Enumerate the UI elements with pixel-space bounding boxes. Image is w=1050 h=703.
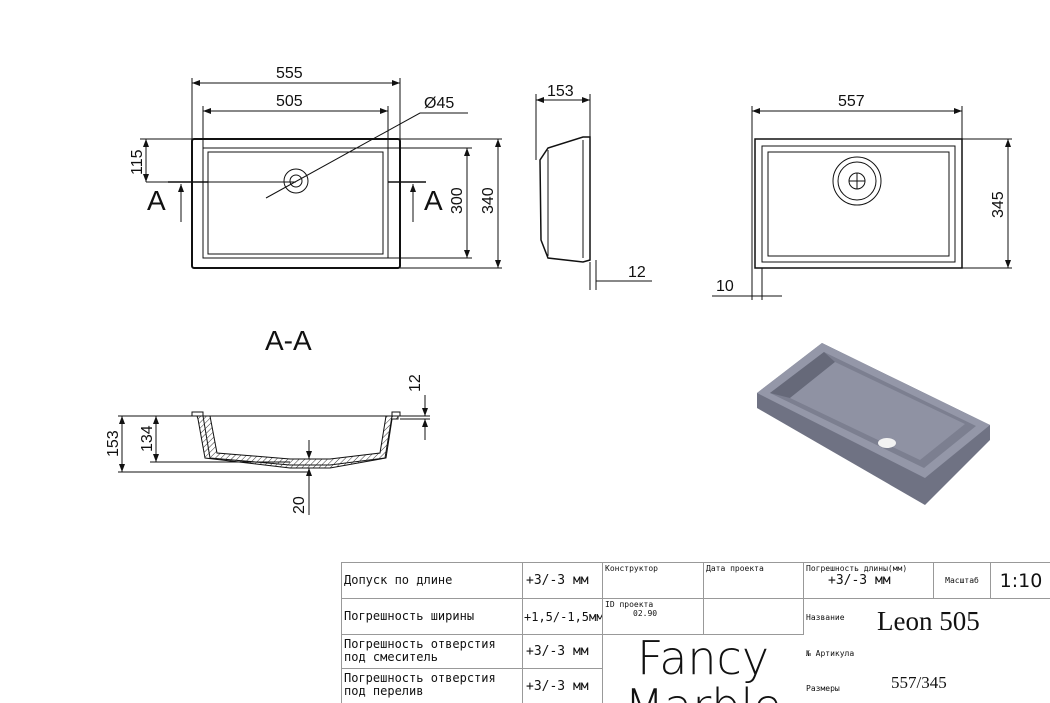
- project-id-label: ID проекта: [605, 600, 654, 609]
- dim-20-section: 20: [291, 496, 308, 514]
- scale-value: 1:10: [990, 562, 1050, 599]
- dim-hole: Ø45: [424, 95, 454, 112]
- brand-logo: Fancy Marble: [624, 634, 781, 703]
- size-label: Размеры: [806, 684, 840, 693]
- sink-3d-render: [757, 343, 990, 505]
- top-view: [140, 78, 502, 269]
- bottom-view: [712, 106, 1012, 300]
- dim-300: 300: [449, 187, 466, 214]
- section-title: A-A: [265, 325, 312, 356]
- dim-153-side: 153: [547, 83, 574, 100]
- dim-153-section: 153: [105, 430, 122, 457]
- section-mark-right: A: [424, 185, 443, 216]
- article-label: № Артикула: [806, 649, 855, 658]
- section-mark-left: A: [147, 185, 166, 216]
- dim-12-side: 12: [628, 264, 646, 281]
- scale-label: Масштаб: [933, 562, 991, 599]
- side-view: [535, 94, 652, 290]
- technical-drawing: 555 505 Ø45 115 A A 300 340 153 12 557 3…: [105, 65, 1012, 515]
- project-id-cell: ID проекта 02.90: [602, 598, 704, 635]
- length-tolerance-label: Погрешность длины(мм): [806, 564, 908, 573]
- dim-555: 555: [276, 65, 303, 82]
- length-tolerance-cell: Погрешность длины(мм) +3/-3 мм: [803, 562, 934, 599]
- tolerance-label: Погрешность ширины: [341, 598, 523, 635]
- name-label: Название: [806, 613, 845, 622]
- tolerance-label: Погрешность отверстия под смеситель: [341, 634, 523, 669]
- tolerance-label: Погрешность отверстия под перелив: [341, 668, 523, 703]
- section-view: [118, 395, 430, 515]
- dim-134-section: 134: [139, 425, 156, 452]
- tolerance-value: +3/-3 мм: [522, 634, 603, 669]
- tolerance-label: Допуск по длине: [341, 562, 523, 599]
- dim-10: 10: [716, 278, 734, 295]
- tolerance-value: +3/-3 мм: [522, 668, 603, 703]
- dim-12-section: 12: [407, 374, 424, 392]
- dim-345: 345: [990, 191, 1007, 218]
- length-tolerance-value: +3/-3 мм: [828, 573, 891, 588]
- dim-505: 505: [276, 93, 303, 110]
- product-name: Leon 505: [877, 606, 980, 636]
- dim-115: 115: [129, 149, 146, 175]
- date-label: Дата проекта: [703, 562, 804, 599]
- title-block: Допуск по длине +3/-3 мм Погрешность шир…: [341, 562, 1050, 703]
- tolerance-value: +1,5/-1,5мм: [522, 598, 603, 635]
- size-value: 557/345: [891, 673, 947, 692]
- project-id: 02.90: [633, 609, 658, 618]
- dim-340: 340: [480, 187, 497, 214]
- date-value: [703, 598, 804, 635]
- designer-label: Конструктор: [602, 562, 704, 599]
- dim-557: 557: [838, 93, 865, 110]
- tolerance-value: +3/-3 мм: [522, 562, 603, 599]
